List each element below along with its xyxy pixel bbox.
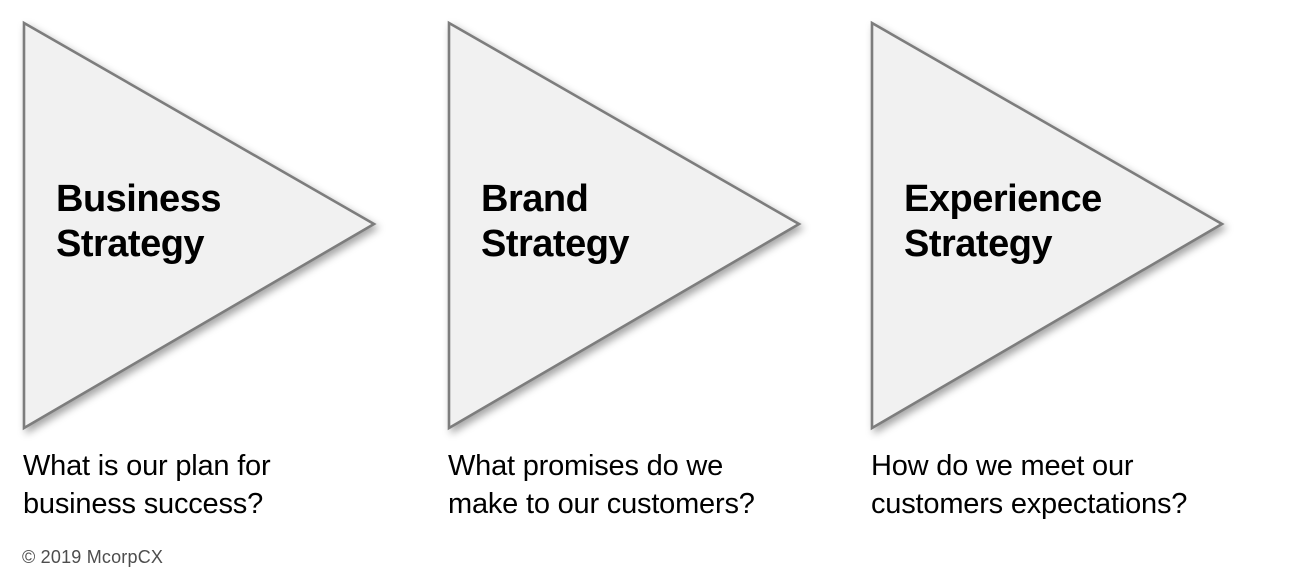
panel-brand-strategy: Brand Strategy What promises do we make … [447, 20, 819, 523]
question-line: How do we meet our [871, 450, 1134, 482]
right-arrow-triangle-icon [22, 20, 377, 431]
experience-strategy-question: How do we meet our customers expectation… [871, 447, 1242, 523]
title-line: Business [56, 178, 221, 220]
panel-experience-strategy: Experience Strategy How do we meet our c… [870, 20, 1242, 523]
question-line: What is our plan for [23, 450, 271, 482]
panel-business-strategy: Business Strategy What is our plan for b… [22, 20, 394, 523]
business-strategy-title: Business Strategy [56, 177, 286, 267]
question-line: business success? [23, 488, 263, 520]
brand-strategy-title: Brand Strategy [481, 177, 711, 267]
title-line: Strategy [56, 223, 205, 265]
question-line: make to our customers? [448, 488, 755, 520]
question-line: What promises do we [448, 450, 724, 482]
business-strategy-question: What is our plan for business success? [23, 447, 394, 523]
experience-strategy-title: Experience Strategy [904, 177, 1134, 267]
right-arrow-triangle-icon [870, 20, 1225, 431]
question-line: customers expectations? [871, 488, 1188, 520]
right-arrow-triangle-icon [447, 20, 802, 431]
title-line: Brand [481, 178, 589, 220]
title-line: Experience [904, 178, 1102, 220]
brand-strategy-arrow: Brand Strategy [447, 20, 819, 431]
title-line: Strategy [904, 223, 1053, 265]
copyright-notice: © 2019 McorpCX [22, 547, 164, 567]
business-strategy-arrow: Business Strategy [22, 20, 394, 431]
brand-strategy-question: What promises do we make to our customer… [448, 447, 819, 523]
title-line: Strategy [481, 223, 630, 265]
experience-strategy-arrow: Experience Strategy [870, 20, 1242, 431]
